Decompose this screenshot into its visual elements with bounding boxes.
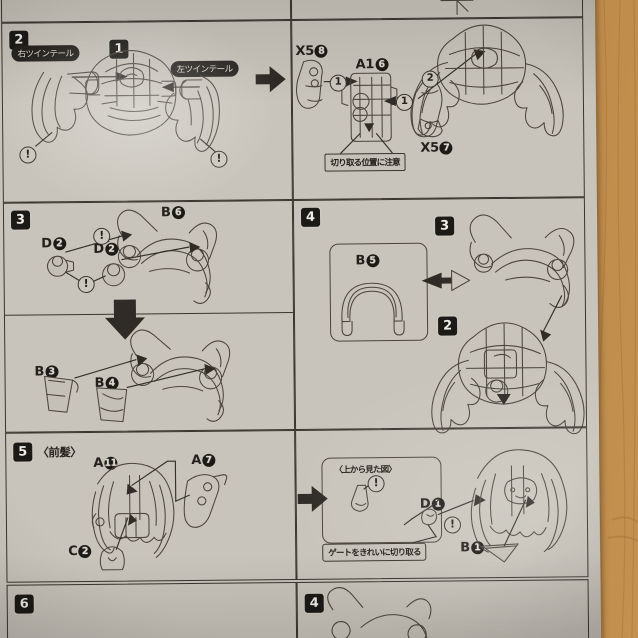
panel-step6-right	[296, 579, 590, 638]
part-circle-number: 4	[105, 376, 119, 390]
caption-cut-gate-cleanly: ゲートをきれいに切り取る	[322, 542, 427, 562]
part-circle-number: 1	[470, 541, 484, 555]
part-code: X5	[420, 140, 439, 156]
caution-marker-6: !	[443, 516, 462, 534]
reference-badge-3: 3	[435, 216, 455, 236]
part-label-a11: A11	[93, 455, 118, 471]
part-circle-number: 11	[104, 456, 118, 470]
part-code: B	[34, 364, 45, 380]
part-circle-number: 6	[171, 206, 185, 220]
caution-marker-4: !	[77, 275, 95, 294]
part-code: B	[355, 253, 366, 269]
part-circle-number: 3	[45, 365, 59, 379]
part-code: A1	[355, 57, 375, 73]
panel-step6-left	[6, 581, 298, 638]
caution-marker-3: !	[93, 227, 111, 245]
part-circle-number: 2	[52, 237, 66, 251]
part-code: A	[191, 452, 202, 468]
marker-number-2: 2	[421, 70, 439, 88]
instruction-sheet: 2 1 右ツインテール 左ツインテール	[0, 0, 602, 638]
label-right-twintail: 右ツインテール	[11, 45, 80, 62]
part-code: X5	[295, 43, 314, 59]
marker-number-1-a: 1	[329, 74, 347, 92]
part-code: D	[41, 236, 52, 252]
part-code: C	[68, 544, 78, 560]
panel-step2-right	[291, 17, 585, 201]
part-circle-number: 5	[366, 254, 380, 268]
part-circle-number: 8	[314, 44, 328, 58]
part-code: B	[460, 540, 470, 556]
part-code: B	[160, 205, 171, 221]
caption-top-view: 〈上から見た図〉	[334, 465, 397, 476]
panel-top-partial-left	[0, 0, 292, 23]
step-badge-5: 5	[13, 442, 33, 462]
part-circle-number: 2	[104, 242, 118, 256]
substep-badge-1: 1	[109, 39, 129, 59]
caution-marker-1: !	[19, 146, 37, 164]
label-left-twintail: 左ツインテール	[170, 60, 239, 78]
caution-marker-2: !	[210, 150, 228, 168]
part-circle-number: 7	[439, 141, 453, 155]
part-code: D	[419, 496, 431, 512]
reference-badge-4: 4	[304, 593, 324, 613]
step-badge-3: 3	[10, 210, 31, 230]
panel-step3	[2, 200, 296, 433]
part-circle-number: 2	[78, 544, 92, 559]
caption-cut-position-warning: 切り取る位置に注意	[324, 152, 406, 172]
step5-section-title: 〈前髪〉	[37, 445, 82, 460]
part-circle-number: 1	[431, 497, 445, 511]
caution-marker-5: !	[367, 475, 385, 493]
part-circle-number: 7	[202, 453, 216, 467]
part-code: A	[93, 455, 104, 471]
step-badge-6: 6	[14, 594, 34, 614]
part-circle-number: 6	[375, 58, 389, 72]
marker-number-1-b: 1	[395, 93, 414, 112]
part-code: B	[94, 375, 105, 391]
reference-badge-2: 2	[437, 316, 458, 336]
step-badge-4: 4	[300, 207, 321, 227]
